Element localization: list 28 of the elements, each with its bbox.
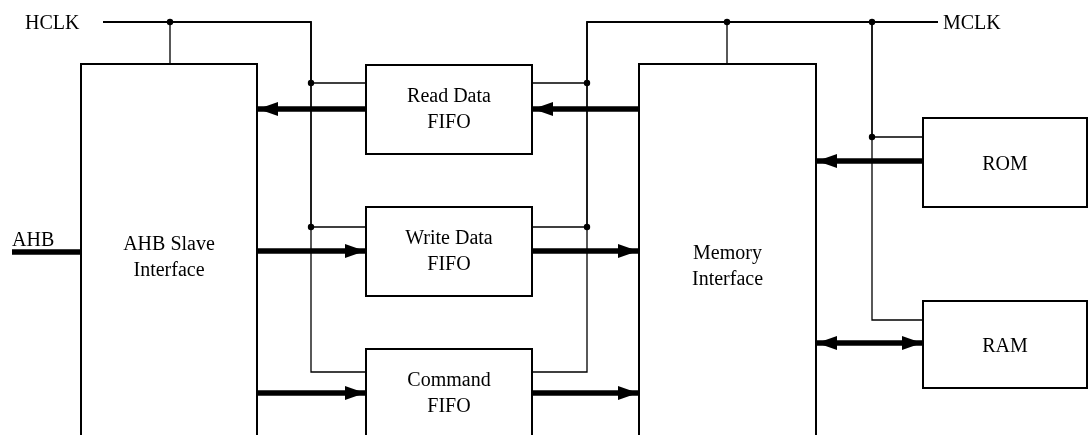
block-box [638, 63, 817, 435]
bus-arrow [817, 336, 922, 350]
bus-arrow [533, 102, 638, 116]
block-label: Memory Interface [690, 240, 764, 291]
bus-arrow [817, 154, 922, 168]
block-box [80, 63, 258, 435]
block-box [922, 117, 1088, 208]
block-label: RAM [981, 333, 1029, 358]
bus-arrow [258, 386, 365, 400]
block-label: AHB Slave Interface [122, 231, 216, 282]
bus-line [12, 249, 80, 255]
clock-line [102, 21, 366, 373]
signal-label: HCLK [25, 12, 81, 32]
block-box [365, 348, 533, 435]
bus-arrow [533, 386, 638, 400]
block-box [365, 206, 533, 297]
signal-label: MCLK [943, 12, 1002, 32]
bus-arrow [533, 244, 638, 258]
block-box [922, 300, 1088, 389]
clock-line [871, 21, 939, 321]
block-label: Read Data FIFO [406, 83, 492, 134]
block-label: Write Data FIFO [404, 225, 494, 276]
bus-arrow [258, 102, 365, 116]
block-box [365, 64, 533, 155]
signal-label: AHB [12, 229, 56, 249]
block-label: Command FIFO [406, 367, 492, 418]
bus-arrow [258, 244, 365, 258]
block-label: ROM [981, 151, 1029, 176]
